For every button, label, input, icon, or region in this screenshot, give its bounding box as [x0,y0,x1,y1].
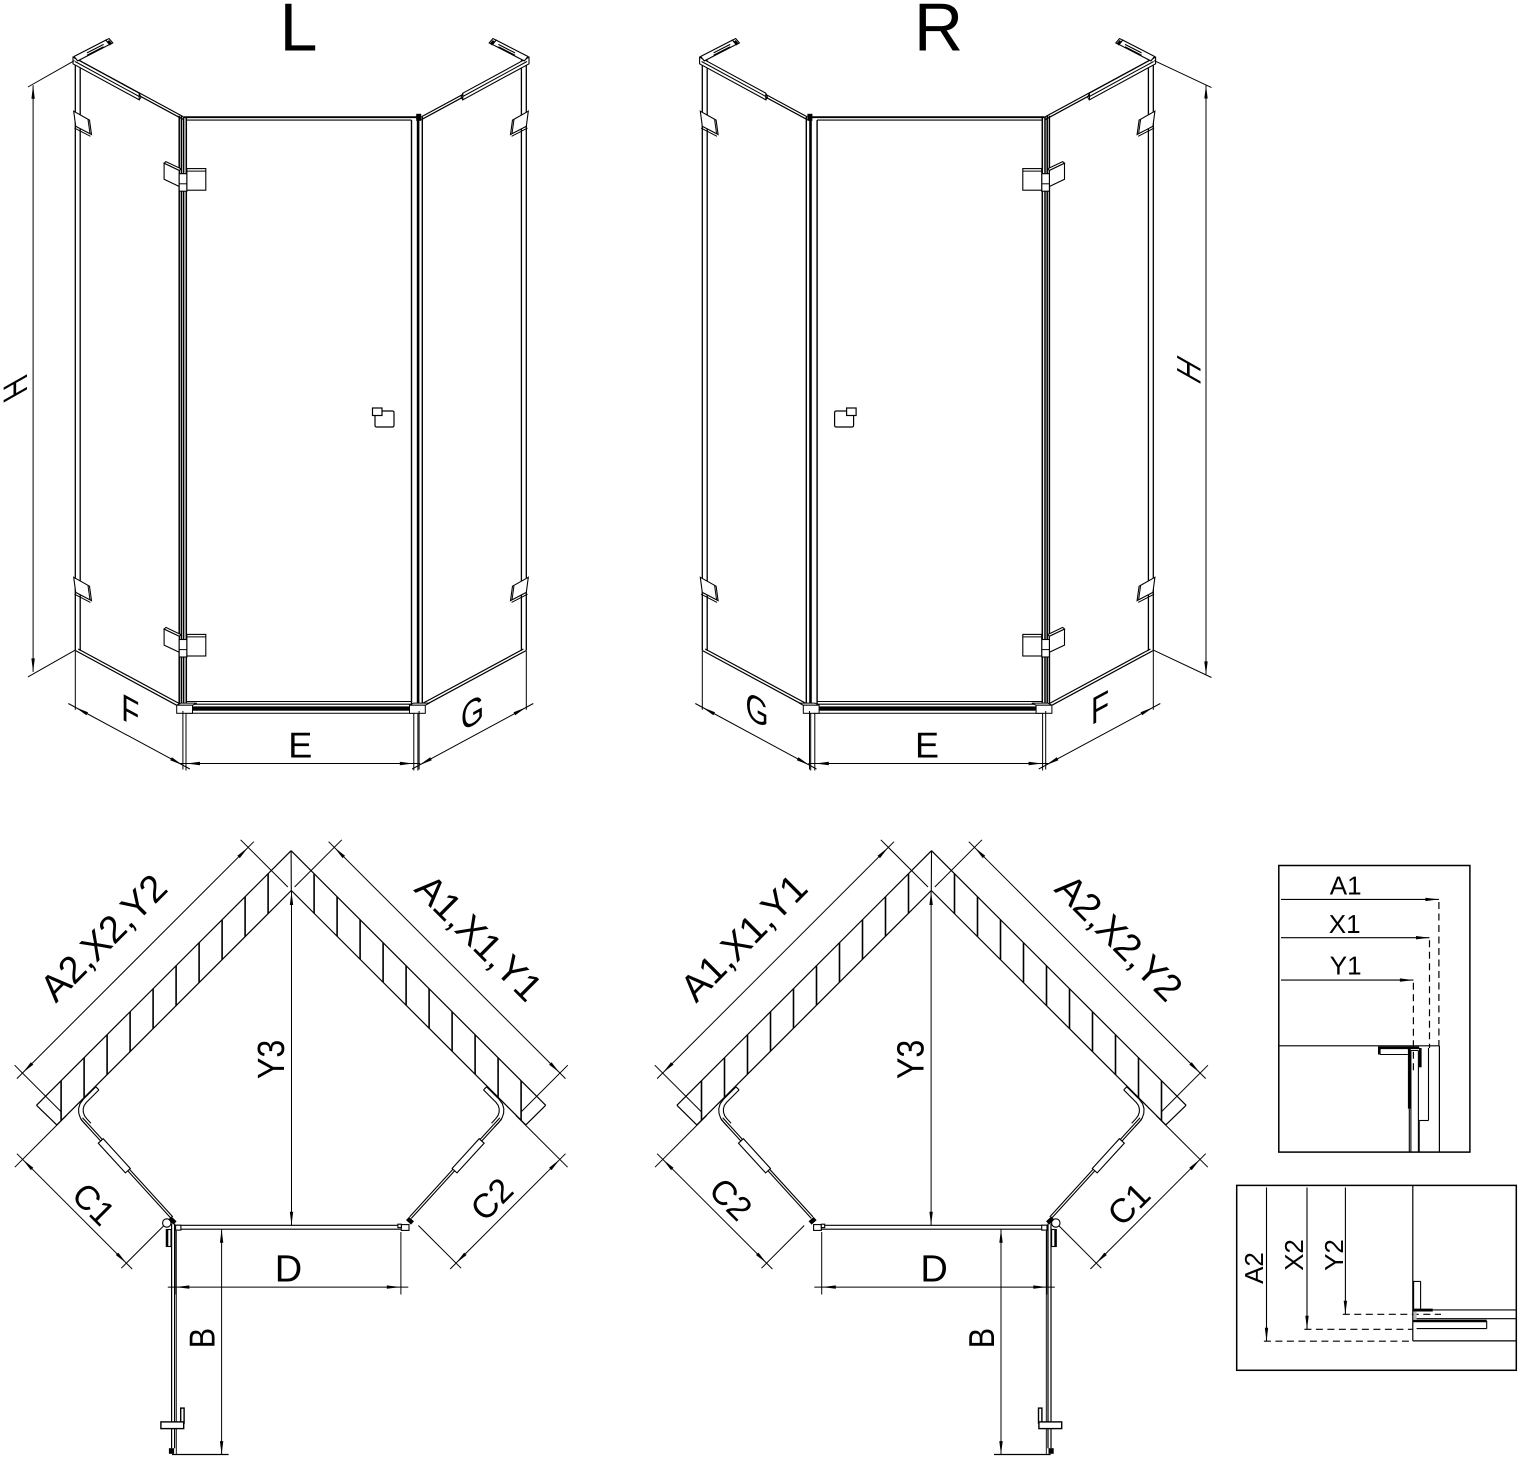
svg-text:D: D [275,1248,302,1290]
svg-text:D: D [920,1248,947,1290]
svg-text:E: E [915,725,939,766]
svg-text:A1: A1 [1330,871,1362,901]
svg-text:E: E [288,725,312,766]
svg-text:Y2: Y2 [1319,1239,1349,1271]
svg-text:B: B [961,1328,1002,1348]
svg-text:R: R [914,0,963,66]
svg-text:X2: X2 [1279,1239,1309,1271]
svg-text:Y3: Y3 [251,1040,293,1080]
svg-text:Y1: Y1 [1330,950,1362,980]
svg-text:L: L [280,0,318,66]
svg-text:Y3: Y3 [891,1040,933,1080]
svg-text:A2: A2 [1239,1252,1269,1284]
svg-text:B: B [182,1328,223,1348]
svg-text:X1: X1 [1329,909,1361,939]
